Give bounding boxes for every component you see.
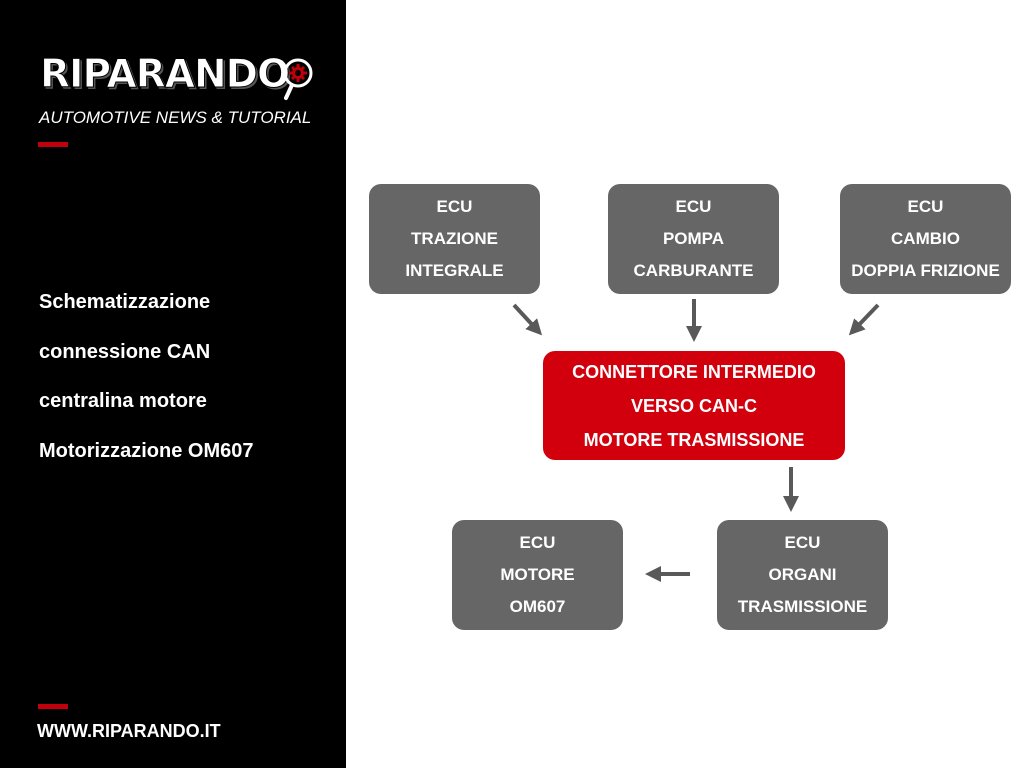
slide-description: Schematizzazione connessione CAN central… [39,286,253,484]
node-ecu-motore-om607: ECU MOTORE OM607 [452,520,623,630]
node-label-line: TRASMISSIONE [737,597,868,616]
description-line: centralina motore [39,390,207,412]
node-connettore-intermedio: CONNETTORE INTERMEDIO VERSO CAN-C MOTORE… [543,351,845,460]
node-ecu-trazione-integrale: ECU TRAZIONE INTEGRALE [369,184,540,294]
node-label-line: MOTORE [500,565,575,584]
description-line: Schematizzazione [39,291,211,313]
node-label-line: ECU [436,197,473,216]
brand-tagline: AUTOMOTIVE NEWS & TUTORIAL [39,108,312,127]
node-label-line: ORGANI [768,565,837,584]
description-line: Motorizzazione OM607 [39,439,254,462]
node-ecu-pompa-carburante: ECU POMPA CARBURANTE [608,184,779,294]
node-label-line: ECU [907,197,944,216]
node-label-line: INTEGRALE [405,261,504,280]
arrow-trazione-to-connettore [512,303,543,336]
node-label-line: CAMBIO [891,229,960,248]
accent-divider-top [38,142,68,147]
sidebar: RIPARANDO AUTOMOTIVE NEWS & TUTORIAL Sch… [0,0,346,768]
brand-name: RIPARANDO [39,52,290,98]
accent-divider-bottom [38,704,68,709]
node-label-line: ECU [675,197,712,216]
arrow-cambio-to-connettore [848,303,880,336]
node-ecu-organi-trasmissione: ECU ORGANI TRASMISSIONE [717,520,888,630]
description-line: connessione CAN [39,340,211,363]
node-label-line: CONNETTORE INTERMEDIO [572,361,816,382]
node-label-line: ECU [784,533,821,552]
node-label-line: ECU [519,533,556,552]
node-label-line: CARBURANTE [633,261,754,280]
node-label-line: DOPPIA FRIZIONE [851,261,1000,280]
node-label-line: MOTORE TRASMISSIONE [583,429,805,450]
gear-magnifier-icon [284,58,313,100]
node-label-line: VERSO CAN-C [630,395,757,416]
node-label-line: OM607 [509,597,566,616]
node-ecu-cambio-doppia-frizione: ECU CAMBIO DOPPIA FRIZIONE [840,184,1011,294]
node-label-line: TRAZIONE [411,229,498,248]
node-label-line: POMPA [662,229,725,248]
brand-logo: RIPARANDO [39,52,313,100]
website-url[interactable]: WWW.RIPARANDO.IT [37,721,221,741]
